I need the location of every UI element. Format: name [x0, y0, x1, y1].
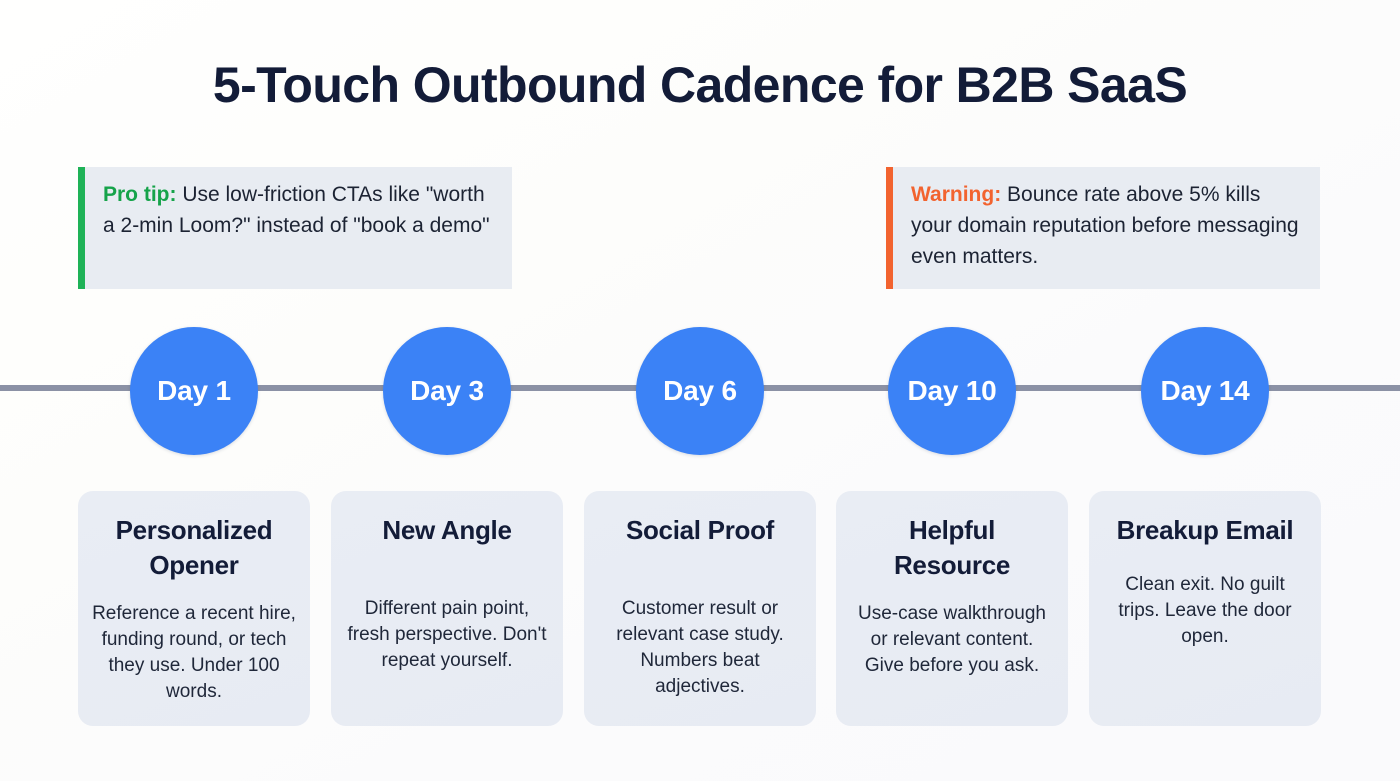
- timeline-node-day-6[interactable]: Day 6: [636, 327, 764, 455]
- card-title: New Angle: [382, 515, 512, 545]
- touch-card-new-angle[interactable]: New Angle Different pain point, fresh pe…: [331, 491, 563, 726]
- timeline-node-day-3[interactable]: Day 3: [383, 327, 511, 455]
- card-description: Customer result or relevant case study. …: [616, 598, 784, 697]
- timeline-node-label: Day 6: [663, 375, 737, 406]
- accent-bar-green: [78, 167, 85, 289]
- card-title: Breakup Email: [1116, 515, 1294, 545]
- card-description: Use-case walkthrough or relevant content…: [858, 603, 1046, 676]
- callout-pro-tip-text: Use low-friction CTAs like "worth a 2-mi…: [103, 183, 490, 237]
- callout-pro-tip-label: Pro tip:: [103, 183, 177, 206]
- callout-pro-tip: Pro tip: Use low-friction CTAs like "wor…: [78, 167, 512, 289]
- accent-bar-orange: [886, 167, 893, 289]
- callout-warning-text: Bounce rate above 5% kills your domain r…: [911, 183, 1299, 268]
- card-title: Social Proof: [625, 515, 775, 545]
- touch-card-social-proof[interactable]: Social Proof Customer result or relevant…: [584, 491, 816, 726]
- callout-warning-body: Warning: Bounce rate above 5% kills your…: [893, 167, 1320, 272]
- card-title: Personalized Opener: [115, 515, 273, 580]
- timeline-node-label: Day 10: [907, 375, 997, 406]
- card-description: Reference a recent hire, funding round, …: [92, 603, 296, 702]
- page-title: 5-Touch Outbound Cadence for B2B SaaS: [212, 57, 1188, 113]
- timeline-node-day-14[interactable]: Day 14: [1141, 327, 1269, 455]
- timeline-node-label: Day 3: [410, 375, 484, 406]
- card-description: Different pain point, fresh perspective.…: [347, 598, 547, 671]
- callout-pro-tip-body: Pro tip: Use low-friction CTAs like "wor…: [85, 167, 512, 241]
- callout-warning-label: Warning:: [911, 183, 1002, 206]
- touch-card-helpful-resource[interactable]: Helpful Resource Use-case walkthrough or…: [836, 491, 1068, 726]
- touch-card-breakup-email[interactable]: Breakup Email Clean exit. No guilt trips…: [1089, 491, 1321, 726]
- timeline-node-label: Day 14: [1160, 375, 1250, 406]
- touch-card-personalized-opener[interactable]: Personalized Opener Reference a recent h…: [78, 491, 310, 726]
- timeline-node-label: Day 1: [157, 375, 231, 406]
- callout-warning: Warning: Bounce rate above 5% kills your…: [886, 167, 1320, 289]
- card-title: Helpful Resource: [893, 515, 1011, 580]
- card-description: Clean exit. No guilt trips. Leave the do…: [1118, 574, 1292, 647]
- timeline-node-day-1[interactable]: Day 1: [130, 327, 258, 455]
- timeline-node-day-10[interactable]: Day 10: [888, 327, 1016, 455]
